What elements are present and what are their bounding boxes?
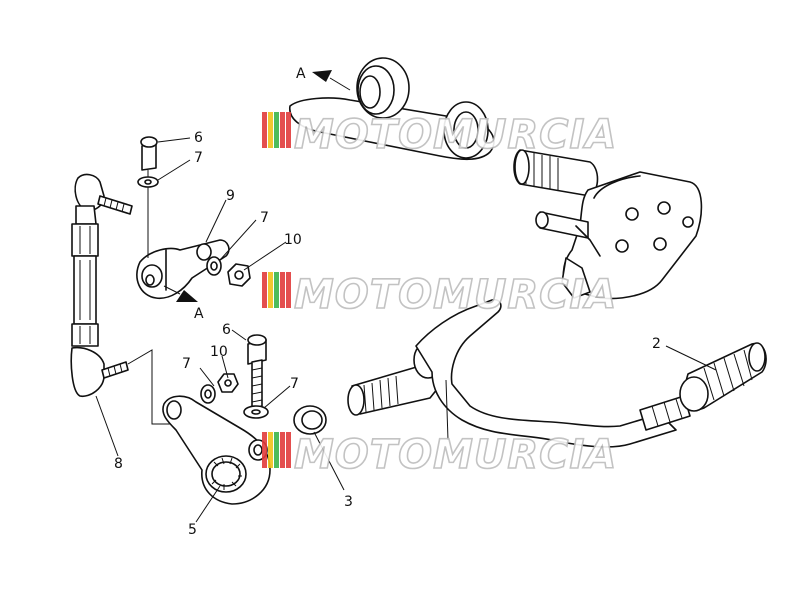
gearbox-casing-part [289, 57, 703, 300]
callout-arrow-a-top: A [296, 66, 306, 82]
callout-screw-6-upper: 6 [194, 130, 203, 146]
callout-nut-10-lower: 10 [210, 344, 228, 360]
callout-arrow-a-bottom: A [194, 306, 204, 322]
circlip-part-3 [293, 405, 327, 435]
callout-labels: 6 7 9 7 10 A A 6 7 10 7 8 5 3 2 [114, 66, 661, 538]
watermark-text: MOTOMURCIA [294, 432, 617, 478]
callout-circlip-3: 3 [344, 494, 353, 510]
watermark-logo: MOTOMURCIA [262, 431, 617, 479]
callout-nut-10-upper: 10 [284, 232, 302, 248]
callout-washer-7-left: 7 [182, 356, 191, 372]
watermark-logo: MOTOMURCIA [262, 271, 617, 319]
upper-lever-part-9 [136, 239, 230, 300]
callout-footrest-2: 2 [652, 336, 661, 352]
direction-arrow-bottom [163, 285, 198, 302]
callout-lever-5: 5 [188, 522, 197, 538]
watermark-logo: MOTOMURCIA [262, 111, 617, 159]
screw-part-6-upper [140, 136, 158, 258]
callout-rod-8: 8 [114, 456, 123, 472]
watermark-text: MOTOMURCIA [294, 112, 617, 158]
watermark-text: MOTOMURCIA [294, 272, 617, 318]
callout-washer-7-mid: 7 [260, 210, 269, 226]
screw-part-6-lower [247, 334, 267, 409]
callout-lever-9: 9 [226, 188, 235, 204]
callout-screw-6-lower: 6 [222, 322, 231, 338]
direction-arrow-top [312, 70, 351, 91]
washer-part-7 [137, 176, 269, 419]
linkage-rod-part-8 [70, 173, 176, 425]
leader-lines [95, 137, 717, 523]
callout-washer-7-upper: 7 [194, 150, 203, 166]
callout-washer-7-right: 7 [290, 376, 299, 392]
gear-lever-assembly [347, 298, 767, 448]
